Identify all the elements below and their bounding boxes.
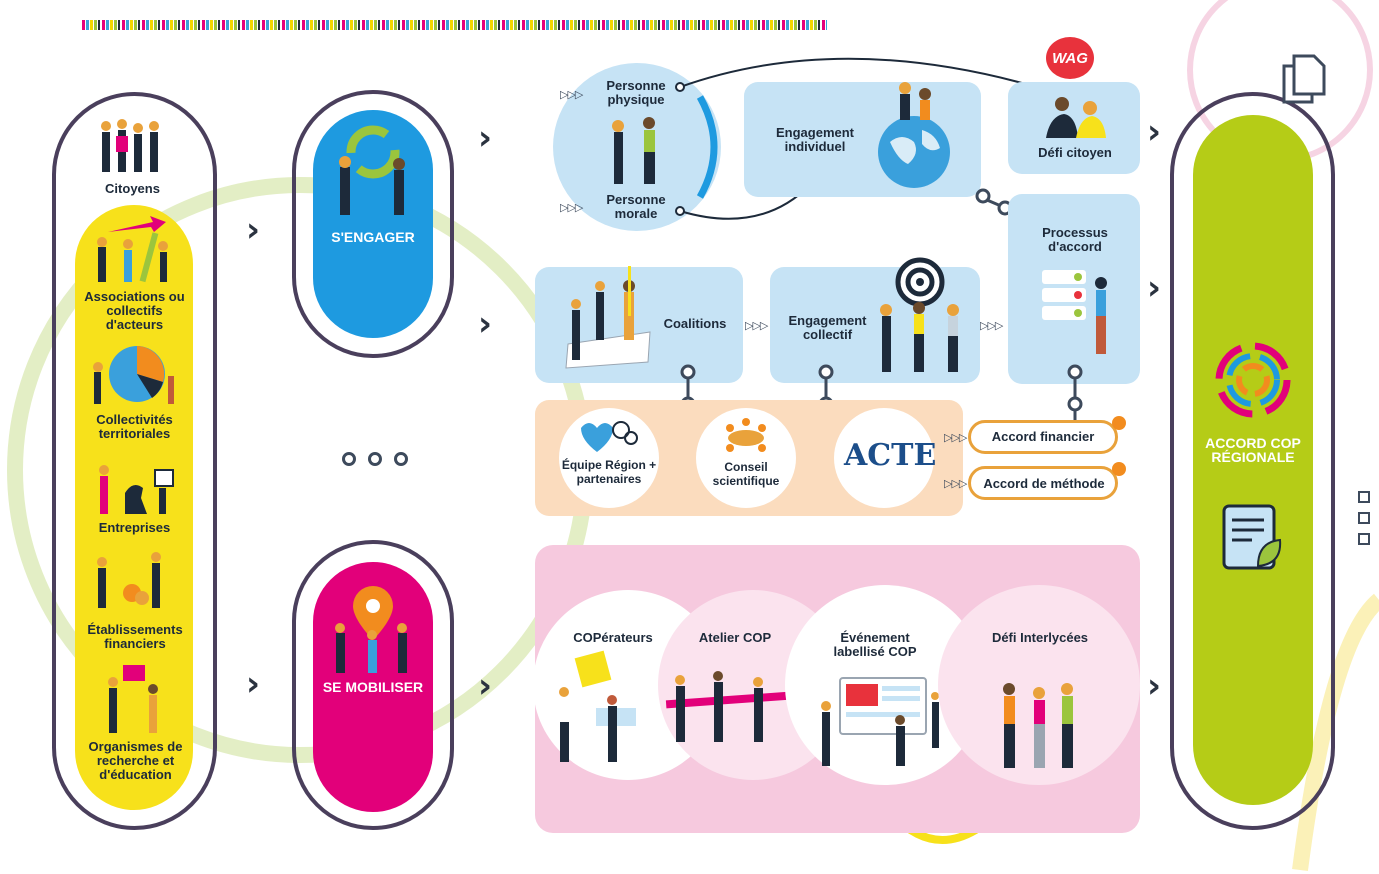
engager-pill — [292, 90, 454, 358]
engager-blue-panel — [313, 110, 433, 338]
acte-logo: ACTE — [844, 438, 937, 473]
defi-interlycees-illustration — [1003, 683, 1073, 768]
evenement-illustration — [821, 677, 939, 766]
collectivites-illustration — [93, 346, 174, 404]
thumbs-up-icon — [1112, 462, 1126, 476]
mobiliser-label: SE MOBILISER — [322, 679, 424, 695]
atelier-illustration — [665, 671, 793, 742]
engager-illustration — [339, 125, 405, 215]
arrow-right-icon: › — [478, 666, 493, 706]
arrow-right-icon: › — [1147, 112, 1162, 152]
triple-arrow-icon: ▷▷▷ — [944, 431, 967, 444]
arrow-right-icon: › — [246, 210, 261, 250]
entreprises-illustration — [99, 465, 174, 514]
defi-citoyen-label: Défi citoyen — [1038, 145, 1112, 160]
globe-illustration — [878, 82, 950, 188]
mobiliser-pill — [292, 540, 454, 830]
organismes-illustration — [108, 665, 158, 733]
arrow-right-icon: › — [246, 664, 261, 704]
citizens-illustration — [101, 119, 159, 172]
copy-icon — [1282, 54, 1326, 104]
target-illustration — [880, 257, 959, 372]
color-stripe — [82, 20, 827, 30]
accord-label: ACCORD COP RÉGIONALE — [1205, 435, 1301, 465]
actor-entreprises: Entreprises — [98, 520, 171, 535]
processus-illustration — [1042, 270, 1107, 354]
personne-circle — [553, 63, 721, 231]
conseil-label: Conseil scientifique — [712, 460, 780, 488]
etablissements-illustration — [97, 552, 161, 608]
actor-organismes: Organismes de recherche et d'éducation — [88, 739, 183, 782]
personne-illustration — [612, 117, 655, 184]
wag-label: WAG — [1052, 50, 1088, 67]
engagement-individuel-label: Engagement individuel — [775, 125, 854, 154]
ellipsis-dot — [394, 452, 408, 466]
ellipsis-dot — [342, 452, 356, 466]
accord-green-panel — [1193, 115, 1313, 805]
cop-logo-icon — [1215, 342, 1291, 418]
menu-square-icon — [1358, 512, 1370, 524]
coperateurs-illustration — [559, 650, 636, 762]
personne-morale-label: Personne morale — [606, 192, 666, 221]
equipe-icon — [581, 421, 638, 452]
conseil-icon — [726, 418, 766, 452]
arrow-right-icon: › — [1147, 268, 1162, 308]
defi-interlycees-label: Défi Interlycées — [991, 630, 1089, 645]
accord-methode-pill — [968, 466, 1118, 500]
mobiliser-illustration — [335, 586, 407, 673]
accord-financier-label: Accord financier — [991, 429, 1095, 444]
document-leaf-icon — [1222, 504, 1282, 570]
triple-arrow-icon: ▷▷▷ — [745, 319, 768, 332]
triple-arrow-icon: ▷▷▷ — [560, 88, 583, 101]
arrow-right-icon: › — [1147, 666, 1162, 706]
equipe-label: Équipe Région + partenaires — [561, 458, 657, 486]
personne-bracket — [696, 95, 718, 199]
processus-accord-label: Processus d'accord — [1042, 225, 1108, 254]
actor-associations: Associations ou collectifs d'acteurs — [84, 289, 185, 332]
triple-arrow-icon: ▷▷▷ — [560, 201, 583, 214]
triple-arrow-icon: ▷▷▷ — [944, 477, 967, 490]
arrow-right-icon: › — [478, 304, 493, 344]
actor-citoyens: Citoyens — [105, 181, 160, 196]
accord-financier-pill — [968, 420, 1118, 454]
wag-logo — [1046, 37, 1094, 79]
actor-collectivites: Collectivités territoriales — [96, 412, 173, 441]
engagement-collectif-label: Engagement collectif — [788, 313, 867, 342]
atelier-label: Atelier COP — [698, 630, 772, 645]
coalitions-illustration — [565, 266, 651, 369]
ellipsis-dot — [368, 452, 382, 466]
coperateurs-label: COPérateurs — [573, 630, 653, 645]
actor-etablissements: Établissements financiers — [87, 622, 183, 651]
engager-label: S'ENGAGER — [331, 229, 415, 245]
acte-circle — [834, 408, 934, 508]
accord-methode-label: Accord de méthode — [983, 476, 1105, 491]
coalitions-label: Coalitions — [663, 316, 727, 331]
arrow-right-icon: › — [478, 118, 493, 158]
associations-illustration — [97, 216, 168, 283]
triple-arrow-icon: ▷▷▷ — [980, 319, 1003, 332]
accord-pill — [1170, 92, 1335, 830]
menu-square-icon — [1358, 491, 1370, 503]
evenement-label: Événement labellisé COP — [833, 630, 917, 659]
thumbs-up-icon — [1112, 416, 1126, 430]
defi-citoyen-illustration — [1046, 97, 1106, 138]
actors-pill — [52, 92, 217, 830]
personne-physique-label: Personne physique — [606, 78, 666, 107]
link-connector — [975, 188, 1013, 216]
engagement-collectif-box — [770, 267, 980, 383]
menu-square-icon — [1358, 533, 1370, 545]
